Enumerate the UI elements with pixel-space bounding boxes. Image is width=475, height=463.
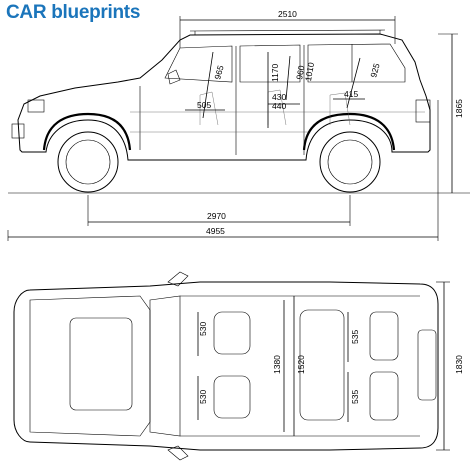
rear-wheel [319,131,381,193]
front-bumper [11,123,25,139]
side-view: 2510 1865 965 1170 9601010 925 505 415 4… [7,9,470,241]
hood-scoop [69,317,133,411]
top-body-outline [13,281,439,451]
side-mirror [167,69,181,85]
logo-brand: CAR [6,2,47,23]
front-seat-right [213,375,251,419]
rear-seat-right [369,371,399,421]
middle-window [239,44,301,83]
dim-interior-width: 1380 [272,355,282,374]
dim-shoulder-width: 1520 [296,355,306,374]
dim-965: 965 [212,64,225,81]
dim-rear-seat-a: 535 [350,330,360,344]
front-window [164,45,233,83]
middle-bench [299,309,345,421]
front-seat-left [213,311,251,355]
dim-front-seat-a: 530 [198,322,208,336]
logo-suffix: blueprints [46,2,141,23]
tail-light [415,99,431,123]
dim-length: 4955 [206,226,225,236]
dim-overall-width: 1830 [454,355,464,374]
dim-upper-length: 2510 [278,9,297,19]
windshield [149,295,181,437]
front-wheel [57,131,119,193]
side-body-outline [17,33,431,161]
spare-tire [417,329,437,401]
roof-rack [189,29,386,32]
dim-415: 415 [344,89,358,99]
dim-rear-seat-b: 535 [350,390,360,404]
rear-seat-left [369,311,399,361]
dim-925: 925 [368,62,381,79]
third-row-seat [329,92,351,126]
left-mirror [167,271,189,287]
front-wheel-arch [42,112,132,151]
dim-1170: 1170 [270,63,280,82]
right-mirror [167,445,189,461]
dim-front-seat-b: 530 [198,390,208,404]
dim-505: 505 [197,100,211,110]
top-view: 530 530 1380 1520 535 535 1830 [13,271,464,461]
headlight [27,99,45,113]
dim-wheelbase: 2970 [207,211,226,221]
dim-height: 1865 [454,99,464,118]
dim-960-1010: 9601010 [294,60,316,82]
rear-wheel-arch [302,112,396,151]
car-blueprints-logo: CAR blueprints [6,2,140,24]
rear-window [307,43,406,83]
